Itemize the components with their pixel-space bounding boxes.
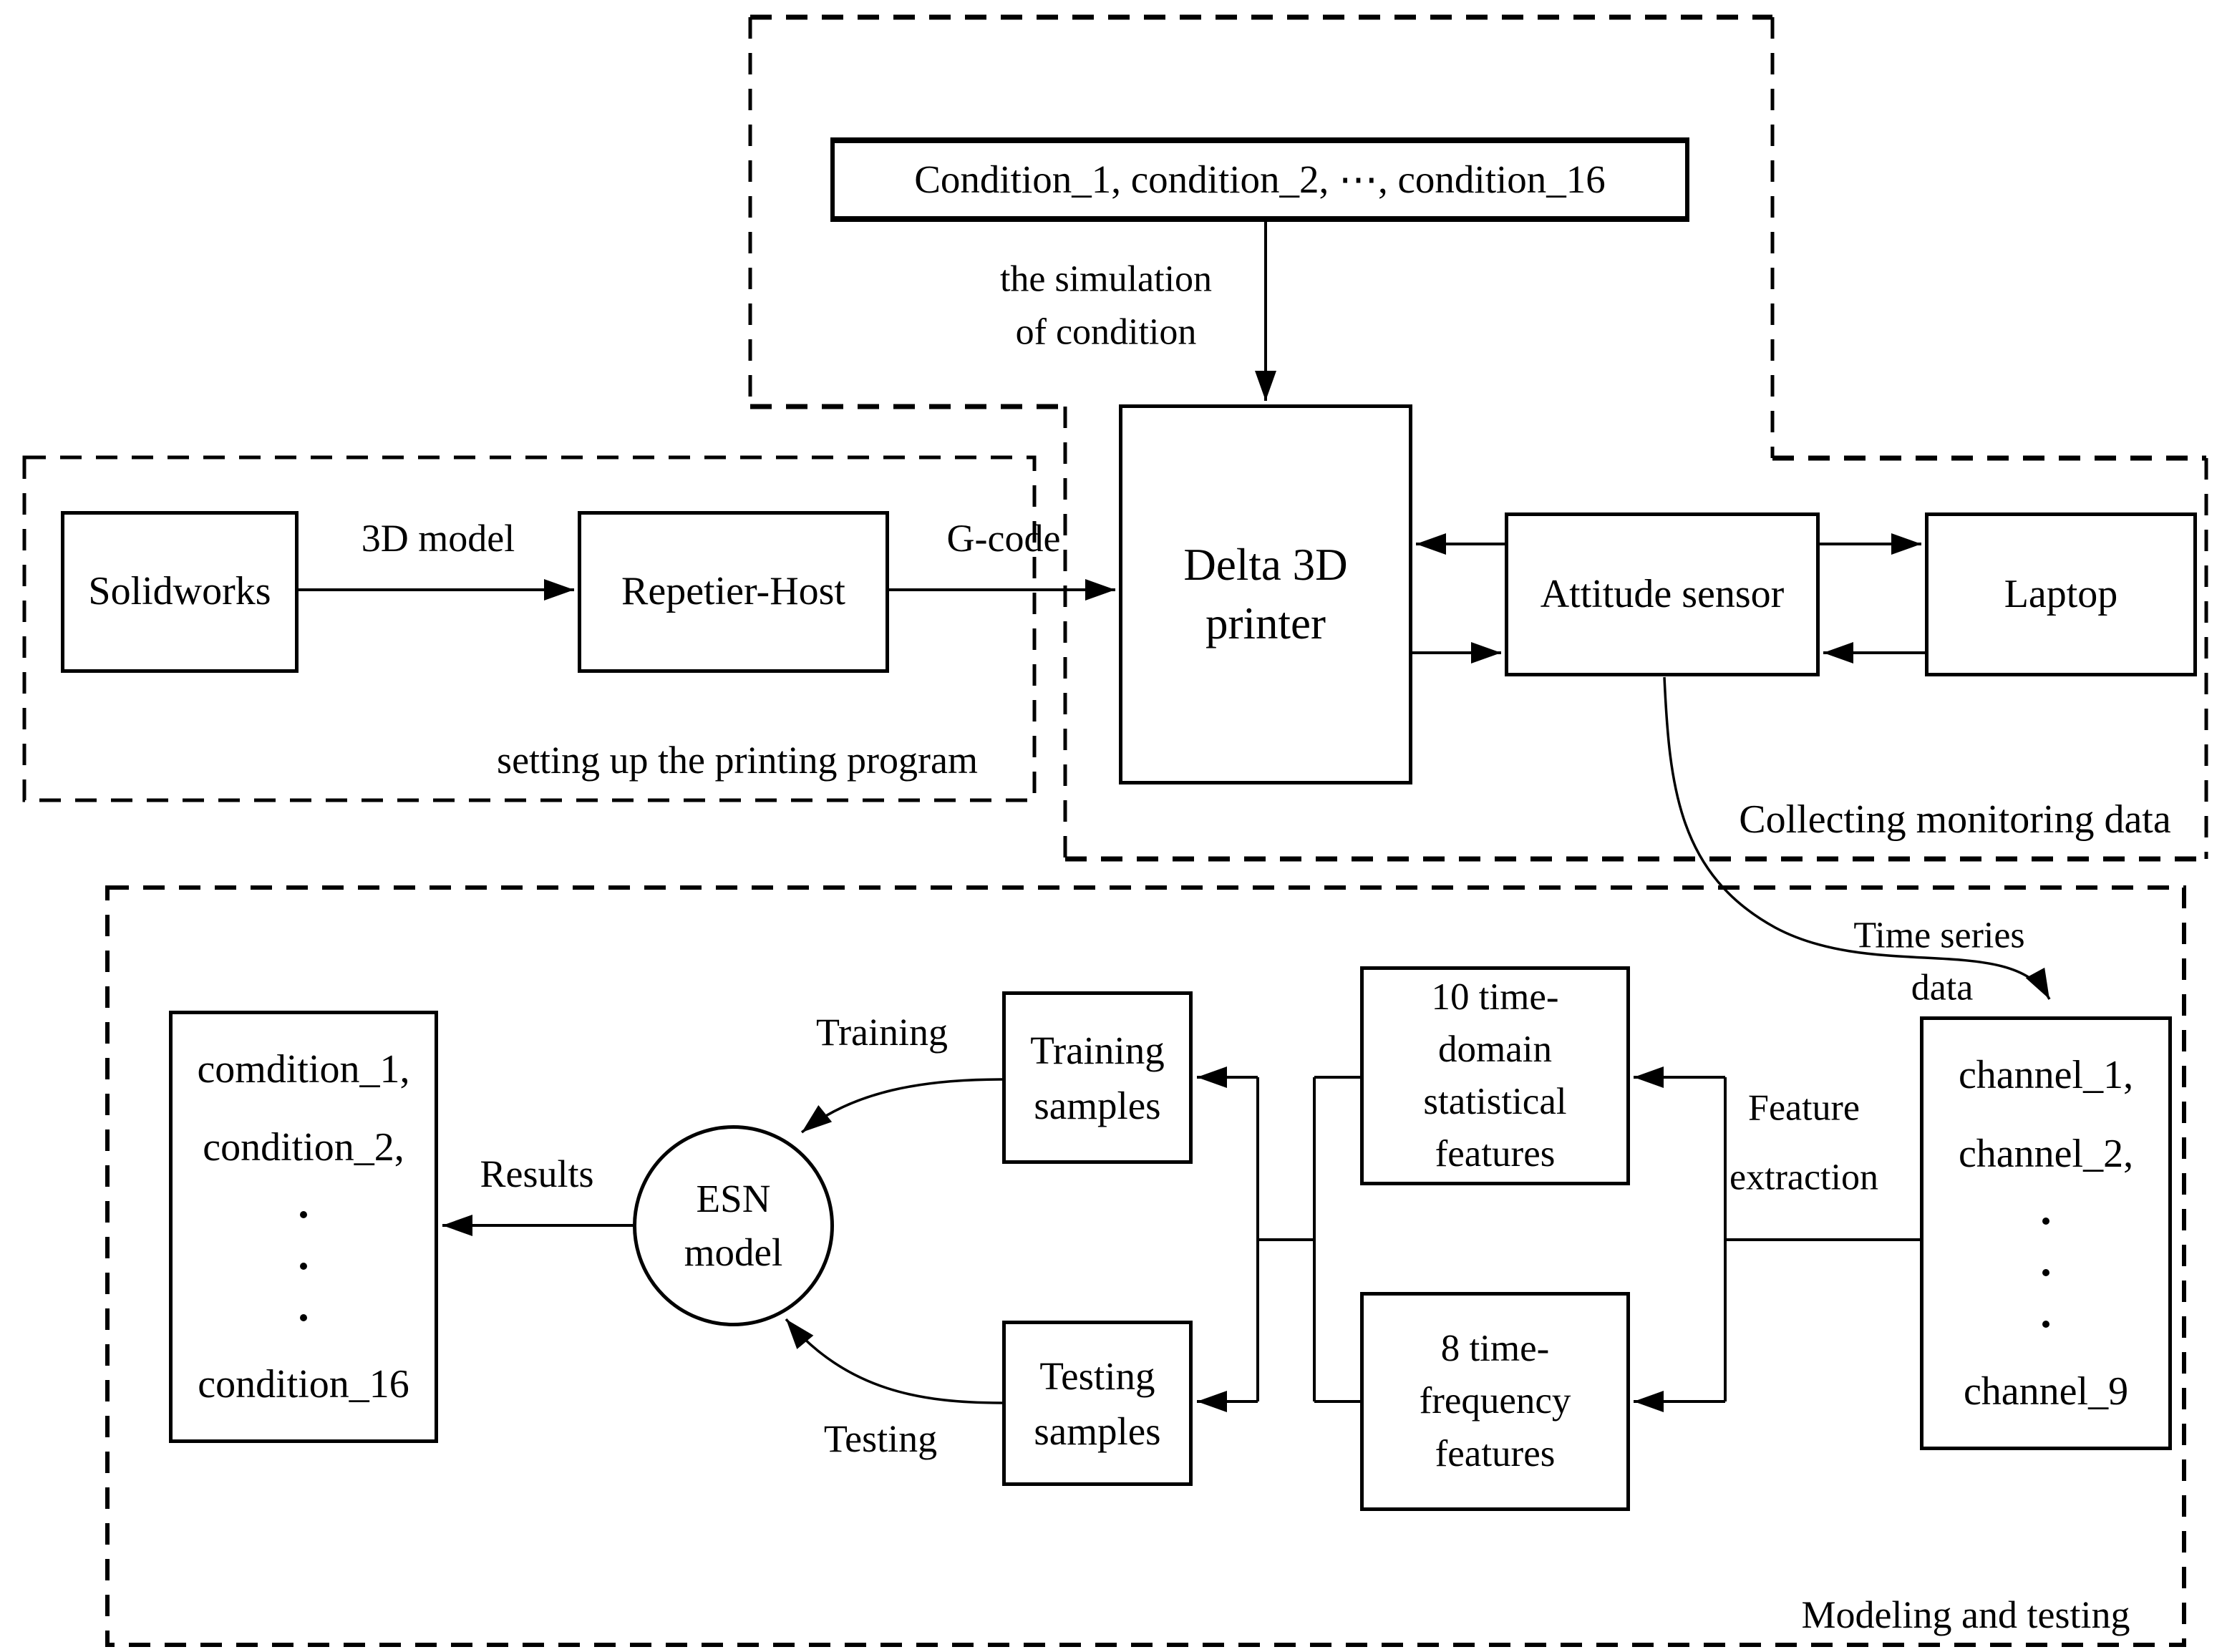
label-time-series-line1: Time series [1853, 915, 2025, 956]
node-laptop: Laptop [1925, 512, 2197, 676]
vertical-ellipsis [2042, 1208, 2049, 1338]
testing-samples-line1: Testing [1039, 1354, 1155, 1398]
ellipsis-dot [300, 1313, 307, 1321]
channel-line2: channel_2, [1958, 1132, 2134, 1176]
tff-line1: 8 time- [1440, 1328, 1550, 1370]
tff-line2: frequency [1419, 1380, 1571, 1422]
label-simulation-line1: the simulation [999, 258, 1213, 300]
node-time-frequency-features: 8 time- frequency features [1360, 1292, 1630, 1511]
ellipsis-dot [2042, 1218, 2049, 1225]
ellipsis-dot [300, 1210, 307, 1218]
node-solidworks: Solidworks [61, 511, 299, 673]
node-time-domain-features: 10 time- domain statistical features [1360, 966, 1630, 1185]
result-last: condition_16 [198, 1361, 409, 1406]
tdf-line1: 10 time- [1431, 976, 1559, 1018]
label-time-series-line2: data [1911, 967, 1974, 1009]
tdf-line2: domain [1438, 1028, 1552, 1070]
delta-label-line1: Delta 3D [1183, 539, 1348, 590]
label-3d-model: 3D model [361, 517, 515, 560]
node-esn-model: ESN model [633, 1125, 834, 1326]
label-training: Training [815, 1011, 949, 1054]
curve-training-to-esn [800, 1078, 1003, 1134]
solidworks-label: Solidworks [88, 569, 271, 614]
label-collect-region: Collecting monitoring data [1739, 797, 2171, 842]
vertical-ellipsis [300, 1201, 307, 1331]
testing-samples-line2: samples [1034, 1409, 1161, 1453]
channel-line1: channel_1, [1958, 1053, 2134, 1097]
node-training-samples: Training samples [1002, 991, 1193, 1164]
label-results: Results [480, 1152, 594, 1195]
esn-line1: ESN [696, 1177, 771, 1221]
node-channel-list: channel_1, channel_2, channel_9 [1920, 1016, 2172, 1450]
channel-last: channel_9 [1963, 1369, 2129, 1414]
tff-line3: features [1435, 1432, 1556, 1474]
label-testing: Testing [823, 1417, 938, 1460]
ellipsis-dot [2042, 1269, 2049, 1276]
repetier-label: Repetier-Host [621, 569, 845, 614]
label-simulation-line2: of condition [1015, 311, 1197, 353]
attitude-label: Attitude sensor [1540, 571, 1785, 616]
node-result-conditions: comdition_1, condition_2, condition_16 [169, 1011, 438, 1443]
tdf-line4: features [1435, 1133, 1556, 1175]
setup-region-box [22, 455, 1037, 802]
esn-line2: model [684, 1230, 783, 1274]
node-testing-samples: Testing samples [1002, 1321, 1193, 1486]
tdf-line3: statistical [1423, 1081, 1567, 1122]
label-g-code: G-code [946, 517, 1061, 560]
label-feature-extraction-line1: Feature [1748, 1087, 1860, 1129]
curve-attitude-to-channels [1663, 676, 2051, 1000]
ellipsis-dot [300, 1262, 307, 1270]
label-feature-extraction-line2: extraction [1729, 1157, 1878, 1198]
result-line2: condition_2, [203, 1125, 404, 1170]
training-samples-line2: samples [1034, 1083, 1161, 1127]
label-modeling-region: Modeling and testing [1801, 1593, 2130, 1636]
laptop-label: Laptop [2004, 571, 2118, 616]
label-setup-region: setting up the printing program [497, 739, 978, 782]
node-delta-3d-printer: Delta 3D printer [1119, 404, 1412, 784]
node-condition-list: Condition_1, condition_2, ⋯, condition_1… [830, 137, 1689, 222]
node-repetier-host: Repetier-Host [578, 511, 889, 673]
delta-label-line2: printer [1205, 598, 1326, 648]
modeling-region-box [105, 885, 2186, 1647]
ellipsis-dot [2042, 1321, 2049, 1328]
training-samples-line1: Training [1030, 1028, 1165, 1072]
curve-testing-to-esn [785, 1318, 1003, 1404]
node-attitude-sensor: Attitude sensor [1505, 512, 1820, 676]
result-line1: comdition_1, [197, 1047, 410, 1092]
condition-list-label: Condition_1, condition_2, ⋯, condition_1… [914, 157, 1606, 201]
